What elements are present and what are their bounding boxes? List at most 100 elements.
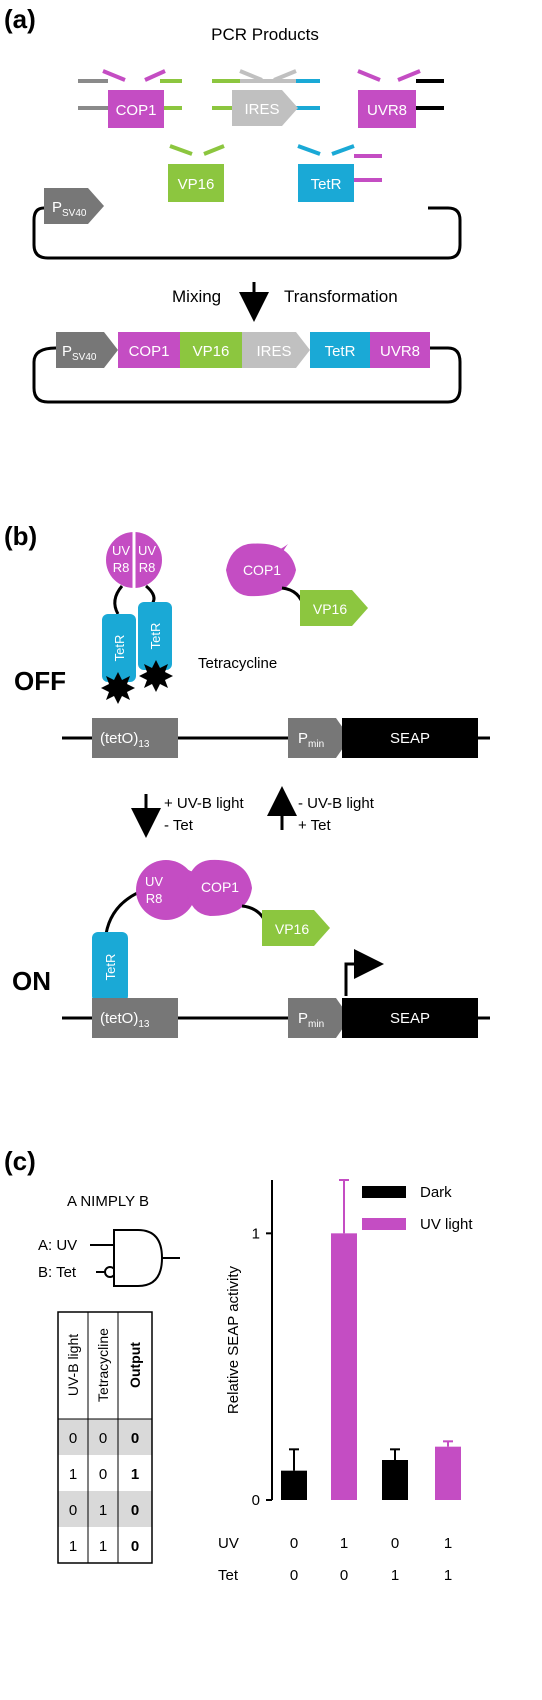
bar [435,1446,461,1500]
table-cell: 1 [69,1466,77,1483]
svg-text:(tetO)13: (tetO)13 [100,1010,150,1030]
svg-text:VP16: VP16 [313,601,347,617]
off-label: OFF [14,666,66,696]
vp16-fragment-label: VP16 [178,176,215,193]
tetracycline-molecule-2 [139,660,173,692]
table-header-output: Output [127,1342,143,1388]
x-label-uv: 0 [290,1535,298,1552]
mixing-label: Mixing [172,287,221,306]
svg-text:COP1: COP1 [243,562,281,578]
condition-off-line1: - UV-B light [298,795,375,812]
psv40-promoter-label: PSV40 [52,199,87,219]
construct-tetr: TetR [325,343,356,360]
legend-label: UV light [420,1216,473,1233]
svg-text:UV: UV [112,543,130,558]
svg-text:VP16: VP16 [275,921,309,937]
off-dna: (tetO)13 Pmin SEAP [62,718,490,758]
vector-backbone: PSV40 [32,188,462,260]
panel-a-label: (a) [4,4,36,34]
svg-text:SEAP: SEAP [390,730,430,747]
x-label-tet: 1 [391,1567,399,1584]
table-cell: 0 [131,1430,139,1447]
table-cell: 0 [131,1502,139,1519]
svg-text:TetR: TetR [112,635,127,662]
svg-text:R8: R8 [146,891,163,906]
svg-text:UV: UV [138,543,156,558]
on-dna: (tetO)13 Pmin SEAP [62,949,490,1038]
vp16-pcr-fragment: VP16 [168,144,225,202]
y-tick-label: 0 [252,1492,260,1509]
transformation-label: Transformation [284,287,398,306]
transcription-start-arrow [344,949,384,996]
table-cell: 0 [99,1430,107,1447]
on-complex: UV R8 COP1 VP16 TetR [92,859,330,1002]
panel-c-label: (c) [4,1146,36,1176]
table-header-uvb: UV-B light [65,1334,81,1396]
table-header-tet: Tetracycline [95,1328,111,1402]
x-label-uv: 1 [340,1535,348,1552]
tetr-fragment-label: TetR [311,176,342,193]
cop1-pcr-fragment: COP1 [78,69,182,128]
svg-text:TetR: TetR [103,954,118,981]
ires-pcr-fragment: IRES [212,69,320,126]
bar [331,1233,357,1500]
svg-text:Pmin: Pmin [298,1010,324,1030]
svg-text:R8: R8 [139,560,156,575]
panel-b-label: (b) [4,521,37,551]
input-a-label: A: UV [38,1237,77,1254]
y-tick-label: 1 [252,1225,260,1242]
input-b-label: B: Tet [38,1264,77,1281]
construct-uvr8: UVR8 [380,343,420,360]
uvr8-fragment-label: UVR8 [367,102,407,119]
y-axis-label: Relative SEAP activity [225,1265,242,1414]
table-cell: 0 [99,1466,107,1483]
svg-text:Pmin: Pmin [298,730,324,750]
legend-label: Dark [420,1184,452,1201]
legend-swatch [362,1218,406,1230]
construct-psv40-label: PSV40 [62,343,97,363]
construct-vp16: VP16 [193,343,230,360]
row-label-uv: UV [218,1535,239,1552]
table-cell: 1 [69,1538,77,1555]
uvr8-pcr-fragment: UVR8 [357,69,444,128]
svg-text:COP1: COP1 [201,879,239,895]
legend-swatch [362,1186,406,1198]
nimply-gate [90,1229,180,1287]
tetr-dimer-bound: TetR TetR [101,602,173,704]
bar-chart: Relative SEAP activity 01 00100111UVTet … [218,1179,473,1584]
cop1-vp16-free: COP1 VP16 [226,543,368,626]
table-cell: 0 [69,1430,77,1447]
tetracycline-label: Tetracycline [198,655,277,672]
table-cell: 1 [99,1502,107,1519]
bar [281,1470,307,1500]
svg-text:R8: R8 [113,560,130,575]
cop1-fragment-label: COP1 [116,102,157,119]
svg-text:SEAP: SEAP [390,1010,430,1027]
truth-table: UV-B light Tetracycline Output 0 0 0 1 0 1 0 1 0… [57,1311,153,1564]
table-cell: 0 [131,1538,139,1555]
x-label-uv: 0 [391,1535,399,1552]
condition-off-line2: + Tet [298,817,331,834]
gate-title: A NIMPLY B [67,1193,149,1210]
svg-text:UV: UV [145,874,163,889]
table-cell: 0 [69,1502,77,1519]
bar [382,1460,408,1500]
construct-ires: IRES [256,343,291,360]
svg-text:(tetO)13: (tetO)13 [100,730,150,750]
tetr-pcr-fragment: TetR [297,144,382,202]
tetracycline-molecule-1 [101,672,135,704]
table-cell: 1 [99,1538,107,1555]
ires-fragment-label: IRES [244,101,279,118]
x-label-uv: 1 [444,1535,452,1552]
table-cell: 1 [131,1466,139,1483]
row-label-tet: Tet [218,1567,239,1584]
condition-on-line2: - Tet [164,817,194,834]
on-label: ON [12,966,51,996]
x-label-tet: 1 [444,1567,452,1584]
x-label-tet: 0 [290,1567,298,1584]
x-label-tet: 0 [340,1567,348,1584]
final-construct: PSV40 COP1 VP16 IRES TetR UVR8 [32,332,462,404]
uvr8-dimer: UV R8 UV R8 [106,532,162,615]
svg-text:TetR: TetR [148,623,163,650]
